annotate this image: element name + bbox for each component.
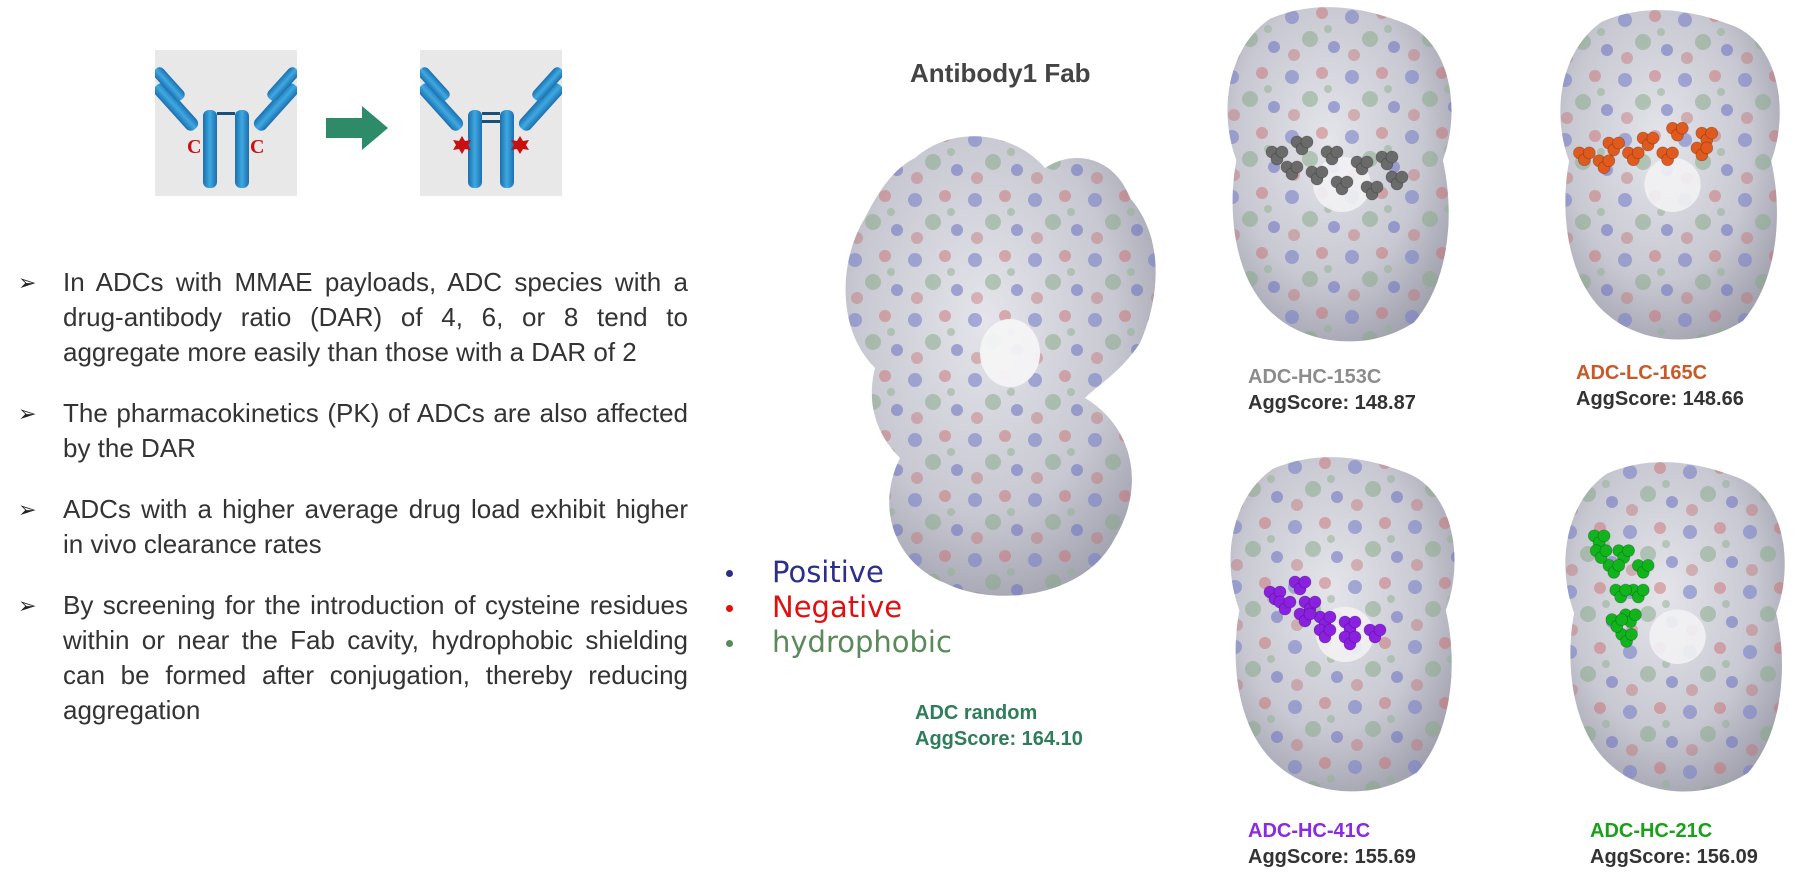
- ligand-atom: [1315, 165, 1329, 179]
- ligand-atom: [1666, 146, 1679, 160]
- protein-surface-main: [845, 128, 1165, 608]
- ligand-atom: [1615, 613, 1629, 627]
- antibody-drug-conjugate-icon: [420, 50, 562, 196]
- main-structure-label: ADC random AggScore: 164.10: [915, 700, 1083, 752]
- ligand-atom: [1641, 559, 1655, 572]
- ligand-atom: [1646, 131, 1660, 145]
- legend-dot: [726, 640, 733, 647]
- variant-score: AggScore: 148.66: [1576, 388, 1744, 410]
- ligand-atom: [1395, 170, 1409, 184]
- ligand-atom: [1705, 126, 1719, 140]
- arrow-bullet-icon: ➢: [18, 593, 37, 618]
- ligand-atom: [1275, 145, 1289, 159]
- ligand-atom: [1700, 141, 1714, 155]
- variant-name: ADC-LC-165C: [1576, 362, 1708, 384]
- ligand-atom: [1599, 544, 1613, 558]
- legend-item-hydrophobic: hydrophobic: [722, 625, 952, 660]
- legend-item-positive: Positive: [722, 555, 952, 590]
- ligand-atom: [1622, 544, 1635, 558]
- ligand-atom: [1675, 121, 1689, 135]
- arrow-bullet-icon: ➢: [18, 401, 37, 426]
- bullet-item: ➢The pharmacokinetics (PK) of ADCs are a…: [18, 398, 688, 463]
- ligand-atom: [1602, 154, 1616, 168]
- ligand-atom: [1385, 150, 1399, 164]
- variant-label-hc-21c: ADC-HC-21C AggScore: 156.09: [1590, 818, 1758, 870]
- bullet-item: ➢ADCs with a higher average drug load ex…: [18, 494, 688, 559]
- ligand-atom: [1290, 160, 1304, 174]
- ligand-atom: [1612, 136, 1626, 150]
- variant-score: AggScore: 155.69: [1248, 846, 1416, 868]
- ligand-atom: [1360, 155, 1374, 169]
- main-structure-score: AggScore: 164.10: [915, 728, 1083, 750]
- ligand-atom: [1597, 529, 1611, 543]
- ligand-atom: [1636, 583, 1650, 597]
- ligand-atom: [1582, 146, 1596, 160]
- variant-label-lc-165c: ADC-LC-165C AggScore: 148.66: [1576, 360, 1744, 412]
- ligand-atom: [1323, 623, 1337, 637]
- ligand-atom: [1303, 607, 1317, 621]
- arrow-bullet-icon: ➢: [18, 270, 37, 295]
- ligand-atom: [1631, 146, 1645, 160]
- antibody-icon: C C: [155, 50, 297, 196]
- bullet-item: ➢In ADCs with MMAE payloads, ADC species…: [18, 267, 688, 367]
- variant-name: ADC-HC-41C: [1248, 820, 1371, 842]
- main-structure-title: Antibody1 Fab: [910, 58, 1091, 88]
- bullet-item: ➢By screening for the introduction of cy…: [18, 590, 688, 725]
- protein-surface-lc-165c: [1555, 8, 1790, 348]
- ligand-atom: [1370, 180, 1384, 194]
- main-structure-name: ADC random: [915, 702, 1038, 724]
- legend: Positive Negative hydrophobic: [722, 555, 952, 660]
- variant-score: AggScore: 156.09: [1590, 846, 1758, 868]
- legend-dot: [726, 570, 733, 577]
- drug-payload-icon: [511, 136, 529, 154]
- fab-cavity: [1649, 609, 1706, 664]
- ligand-atom: [1619, 583, 1633, 597]
- drug-payload-icon: [453, 136, 471, 154]
- ligand-atom: [1628, 608, 1642, 622]
- ligand-atom: [1283, 595, 1297, 609]
- right-arrow-icon: [326, 106, 388, 150]
- arrow-bullet-icon: ➢: [18, 497, 37, 522]
- cysteine-label-left: C: [187, 136, 202, 158]
- variant-name: ADC-HC-21C: [1590, 820, 1713, 842]
- variant-name: ADC-HC-153C: [1248, 366, 1382, 388]
- ligand-atom: [1300, 135, 1314, 149]
- ligand-atom: [1625, 628, 1638, 641]
- variant-label-hc-153c: ADC-HC-153C AggScore: 148.87: [1248, 364, 1416, 416]
- protein-surface-hc-21c: [1560, 460, 1795, 800]
- legend-item-negative: Negative: [722, 590, 952, 625]
- protein-surface-hc-41c: [1225, 455, 1465, 800]
- fab-cavity: [1644, 157, 1701, 212]
- variant-label-hc-41c: ADC-HC-41C AggScore: 155.69: [1248, 818, 1416, 870]
- ligand-atom: [1340, 175, 1354, 189]
- ligand-atom: [1612, 559, 1626, 572]
- ligand-atom: [1348, 630, 1362, 644]
- ligand-atom: [1330, 145, 1344, 159]
- bullet-list: ➢In ADCs with MMAE payloads, ADC species…: [18, 265, 688, 754]
- ligand-atom: [1348, 615, 1362, 629]
- ligand-atom: [1323, 610, 1337, 624]
- protein-surface-hc-153c: [1222, 5, 1462, 350]
- variant-score: AggScore: 148.87: [1248, 392, 1416, 414]
- cysteine-label-right: C: [250, 136, 265, 158]
- ligand-atom: [1373, 623, 1387, 637]
- ligand-atom: [1298, 575, 1312, 589]
- ligand-atom: [1308, 595, 1322, 609]
- legend-dot: [726, 605, 733, 612]
